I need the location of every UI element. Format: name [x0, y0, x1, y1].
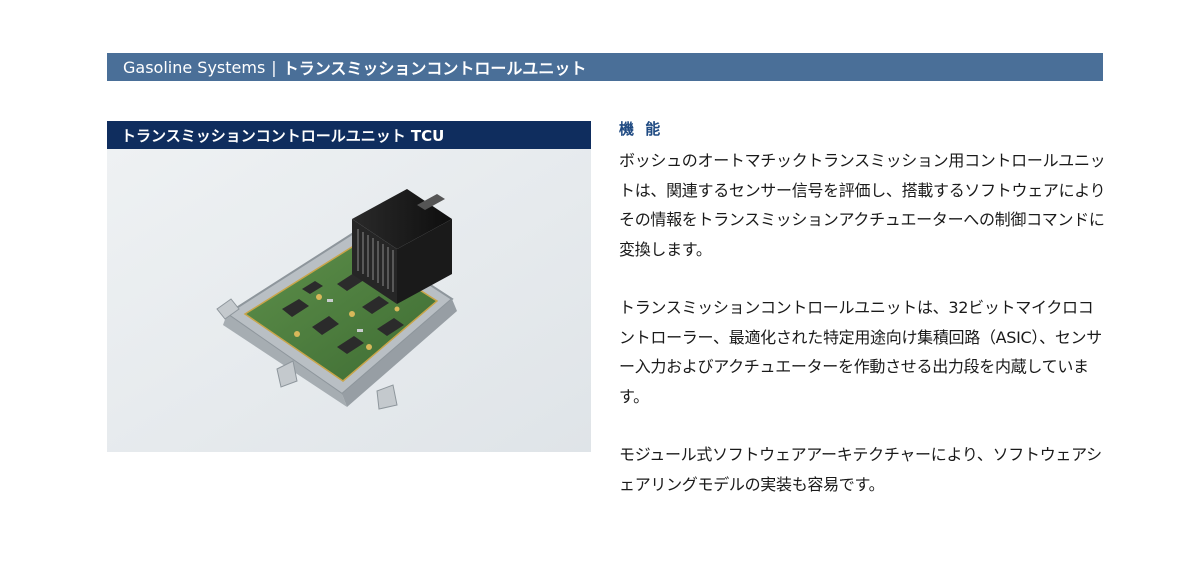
brand-name: Gasoline Systems	[123, 57, 266, 77]
product-panel: トランスミッションコントロールユニット TCU	[107, 121, 591, 452]
page-header-bar: Gasoline Systems | トランスミッションコントロールユニット	[107, 53, 1103, 81]
tcu-product-image	[107, 149, 591, 452]
function-paragraph-2: トランスミッションコントロールユニットは、32ビットマイクロコントローラー、最適…	[619, 298, 1102, 406]
section-heading-function: 機 能	[619, 120, 664, 138]
product-title: トランスミッションコントロールユニット TCU	[107, 121, 591, 149]
page-title: トランスミッションコントロールユニット	[282, 59, 587, 78]
function-paragraph-1: ボッシュのオートマチックトランスミッション用コントロールユニットは、関連するセン…	[619, 151, 1106, 259]
header-separator: |	[271, 57, 277, 77]
function-section: 機 能 ボッシュのオートマチックトランスミッション用コントロールユニットは、関連…	[619, 118, 1109, 528]
function-paragraph-3: モジュール式ソフトウェアアーキテクチャーにより、ソフトウェアシェアリングモデルの…	[619, 445, 1102, 494]
